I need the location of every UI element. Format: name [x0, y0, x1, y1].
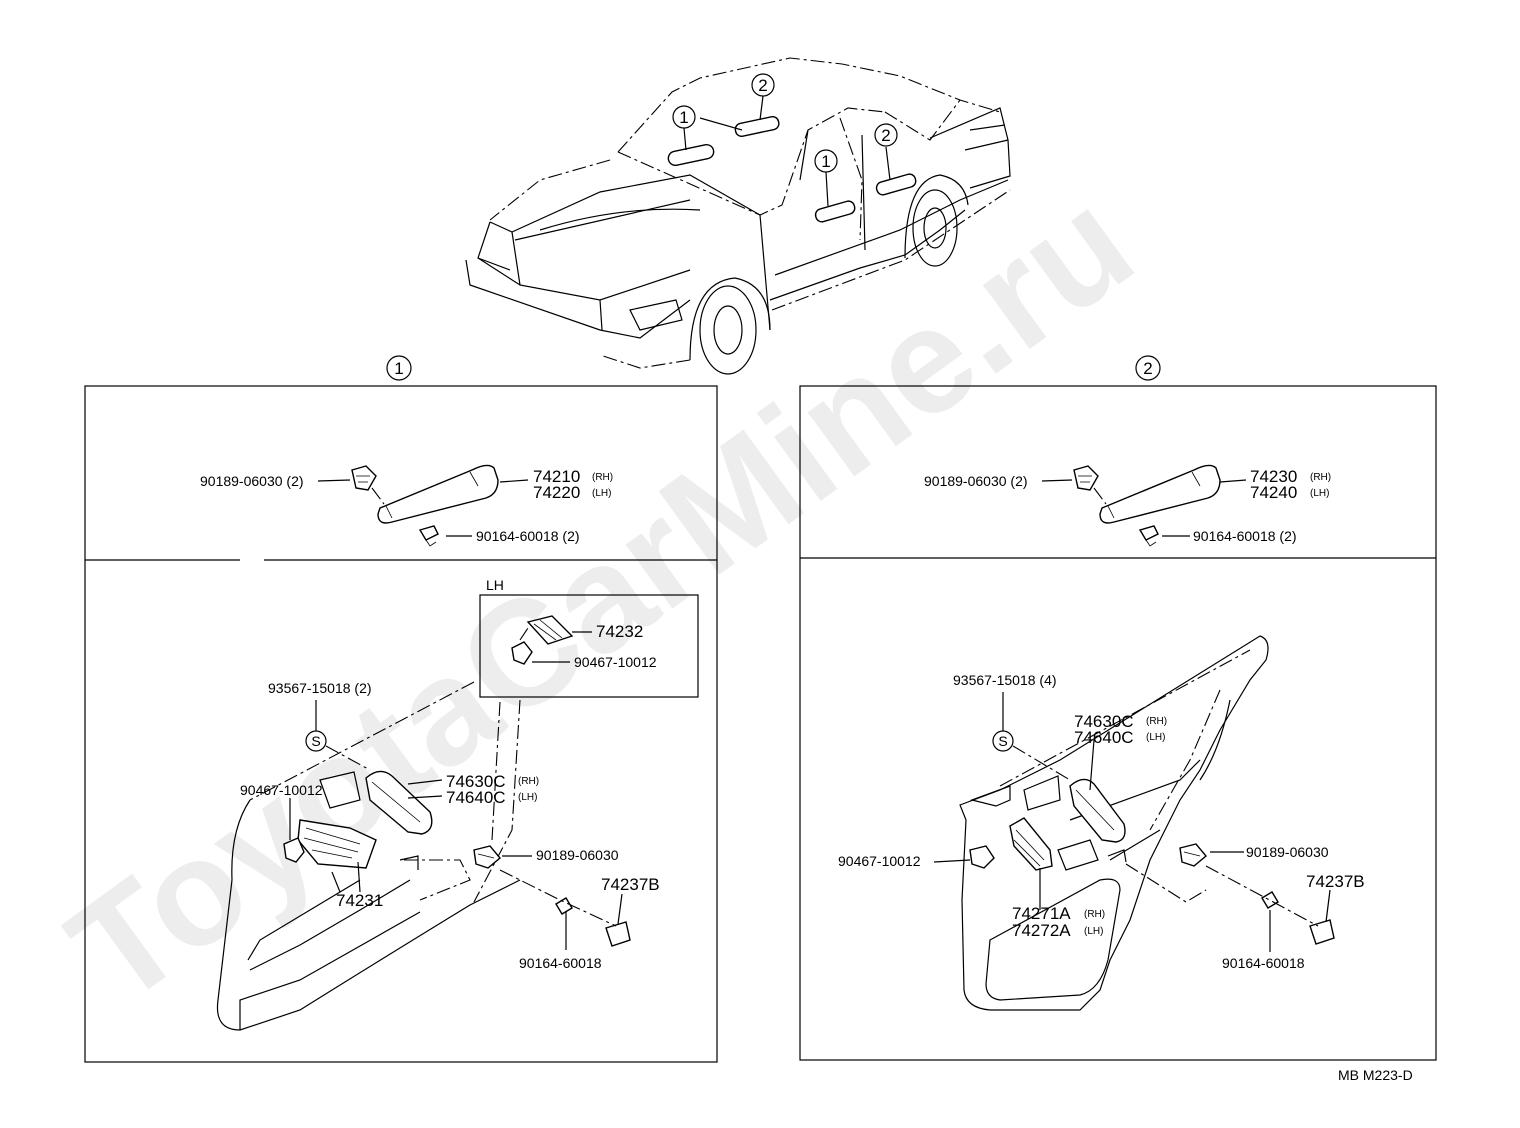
svg-text:90467-10012: 90467-10012: [574, 654, 657, 670]
rear-wheel: [904, 174, 969, 267]
svg-text:2: 2: [1143, 359, 1152, 378]
label-90189-06030-rear-door: 90189-06030: [1246, 844, 1329, 860]
label-90164-60018-rear: 90164-60018 (2): [1193, 528, 1297, 544]
svg-text:(LH): (LH): [518, 792, 537, 803]
label-74630C-front: 74630C: [446, 772, 506, 791]
diagram-code: MB M223-D: [1338, 1067, 1413, 1083]
label-74230: 74230: [1250, 467, 1297, 486]
label-74640C-rear: 74640C: [1074, 728, 1134, 747]
label-74630C-rear: 74630C: [1074, 712, 1134, 731]
section-callout-1: 1: [386, 355, 412, 381]
car-callout-2a: 2: [751, 73, 775, 97]
label-90467-10012-front: 90467-10012: [240, 782, 323, 798]
label-74237B-front: 74237B: [601, 875, 660, 894]
label-74272A: 74272A: [1012, 921, 1071, 940]
svg-text:S: S: [998, 733, 1007, 749]
rear-door-trim: S 93567-15018 (4) 74630C (RH) 74640C (LH…: [838, 635, 1365, 1011]
svg-text:S: S: [311, 733, 320, 749]
panel-rear: 90189-06030 (2) 74230 (RH) 74240 (LH) 90…: [799, 385, 1437, 1061]
svg-text:(LH): (LH): [1146, 732, 1165, 743]
svg-text:2: 2: [758, 76, 767, 95]
svg-text:(RH): (RH): [1310, 472, 1331, 483]
label-74237B-rear: 74237B: [1306, 872, 1365, 891]
label-90189-06030-front-door: 90189-06030: [536, 847, 619, 863]
car-callout-1a: 1: [672, 105, 696, 129]
label-90164-60018-front-door: 90164-60018: [519, 955, 602, 971]
front-door-trim: S 93567-15018 (2) 90467-10012 74630C (RH…: [216, 680, 660, 1031]
label-74640C-front: 74640C: [446, 788, 506, 807]
svg-text:2: 2: [881, 126, 890, 145]
label-74210: 74210: [533, 467, 580, 486]
label-74231: 74231: [336, 891, 383, 910]
svg-text:(LH): (LH): [592, 488, 611, 499]
lh-inset: LH 74232 90467-10012: [479, 577, 699, 698]
svg-text:(RH): (RH): [518, 776, 539, 787]
label-74232: 74232: [596, 622, 643, 641]
label-90467-10012-rear: 90467-10012: [838, 853, 921, 869]
label-93567-15018-rear: 93567-15018 (4): [953, 672, 1057, 688]
front-wheel: [599, 277, 771, 375]
rear-assist-grip: 90189-06030 (2) 74230 (RH) 74240 (LH) 90…: [924, 464, 1331, 547]
svg-text:(LH): (LH): [1310, 488, 1329, 499]
svg-text:(RH): (RH): [592, 472, 613, 483]
label-74271A: 74271A: [1012, 904, 1071, 923]
svg-text:LH: LH: [486, 577, 504, 593]
section-callout-2: 2: [1135, 355, 1161, 381]
car-callout-1b: 1: [814, 149, 838, 173]
svg-text:(RH): (RH): [1084, 909, 1105, 920]
svg-text:1: 1: [679, 108, 688, 127]
label-90189-06030-rear: 90189-06030 (2): [924, 473, 1028, 489]
label-90189-06030-front: 90189-06030 (2): [200, 473, 304, 489]
svg-text:(LH): (LH): [1084, 926, 1103, 937]
svg-text:(RH): (RH): [1146, 716, 1167, 727]
label-74220: 74220: [533, 483, 580, 502]
svg-text:1: 1: [394, 359, 403, 378]
front-assist-grip: 90189-06030 (2) 74210 (RH) 74220 (LH) 90…: [200, 464, 613, 547]
car-callout-2b: 2: [874, 123, 898, 147]
panel-front: 90189-06030 (2) 74210 (RH) 74220 (LH) 90…: [84, 385, 718, 1063]
car-illustration: 1 2 1 2: [465, 57, 1011, 375]
svg-text:1: 1: [821, 152, 830, 171]
label-93567-15018-front: 93567-15018 (2): [268, 680, 372, 696]
label-74240: 74240: [1250, 483, 1297, 502]
label-90164-60018-rear-door: 90164-60018: [1222, 955, 1305, 971]
label-90164-60018-front: 90164-60018 (2): [476, 528, 580, 544]
watermark: ToyotaCarMine.ru: [40, 157, 1161, 1036]
